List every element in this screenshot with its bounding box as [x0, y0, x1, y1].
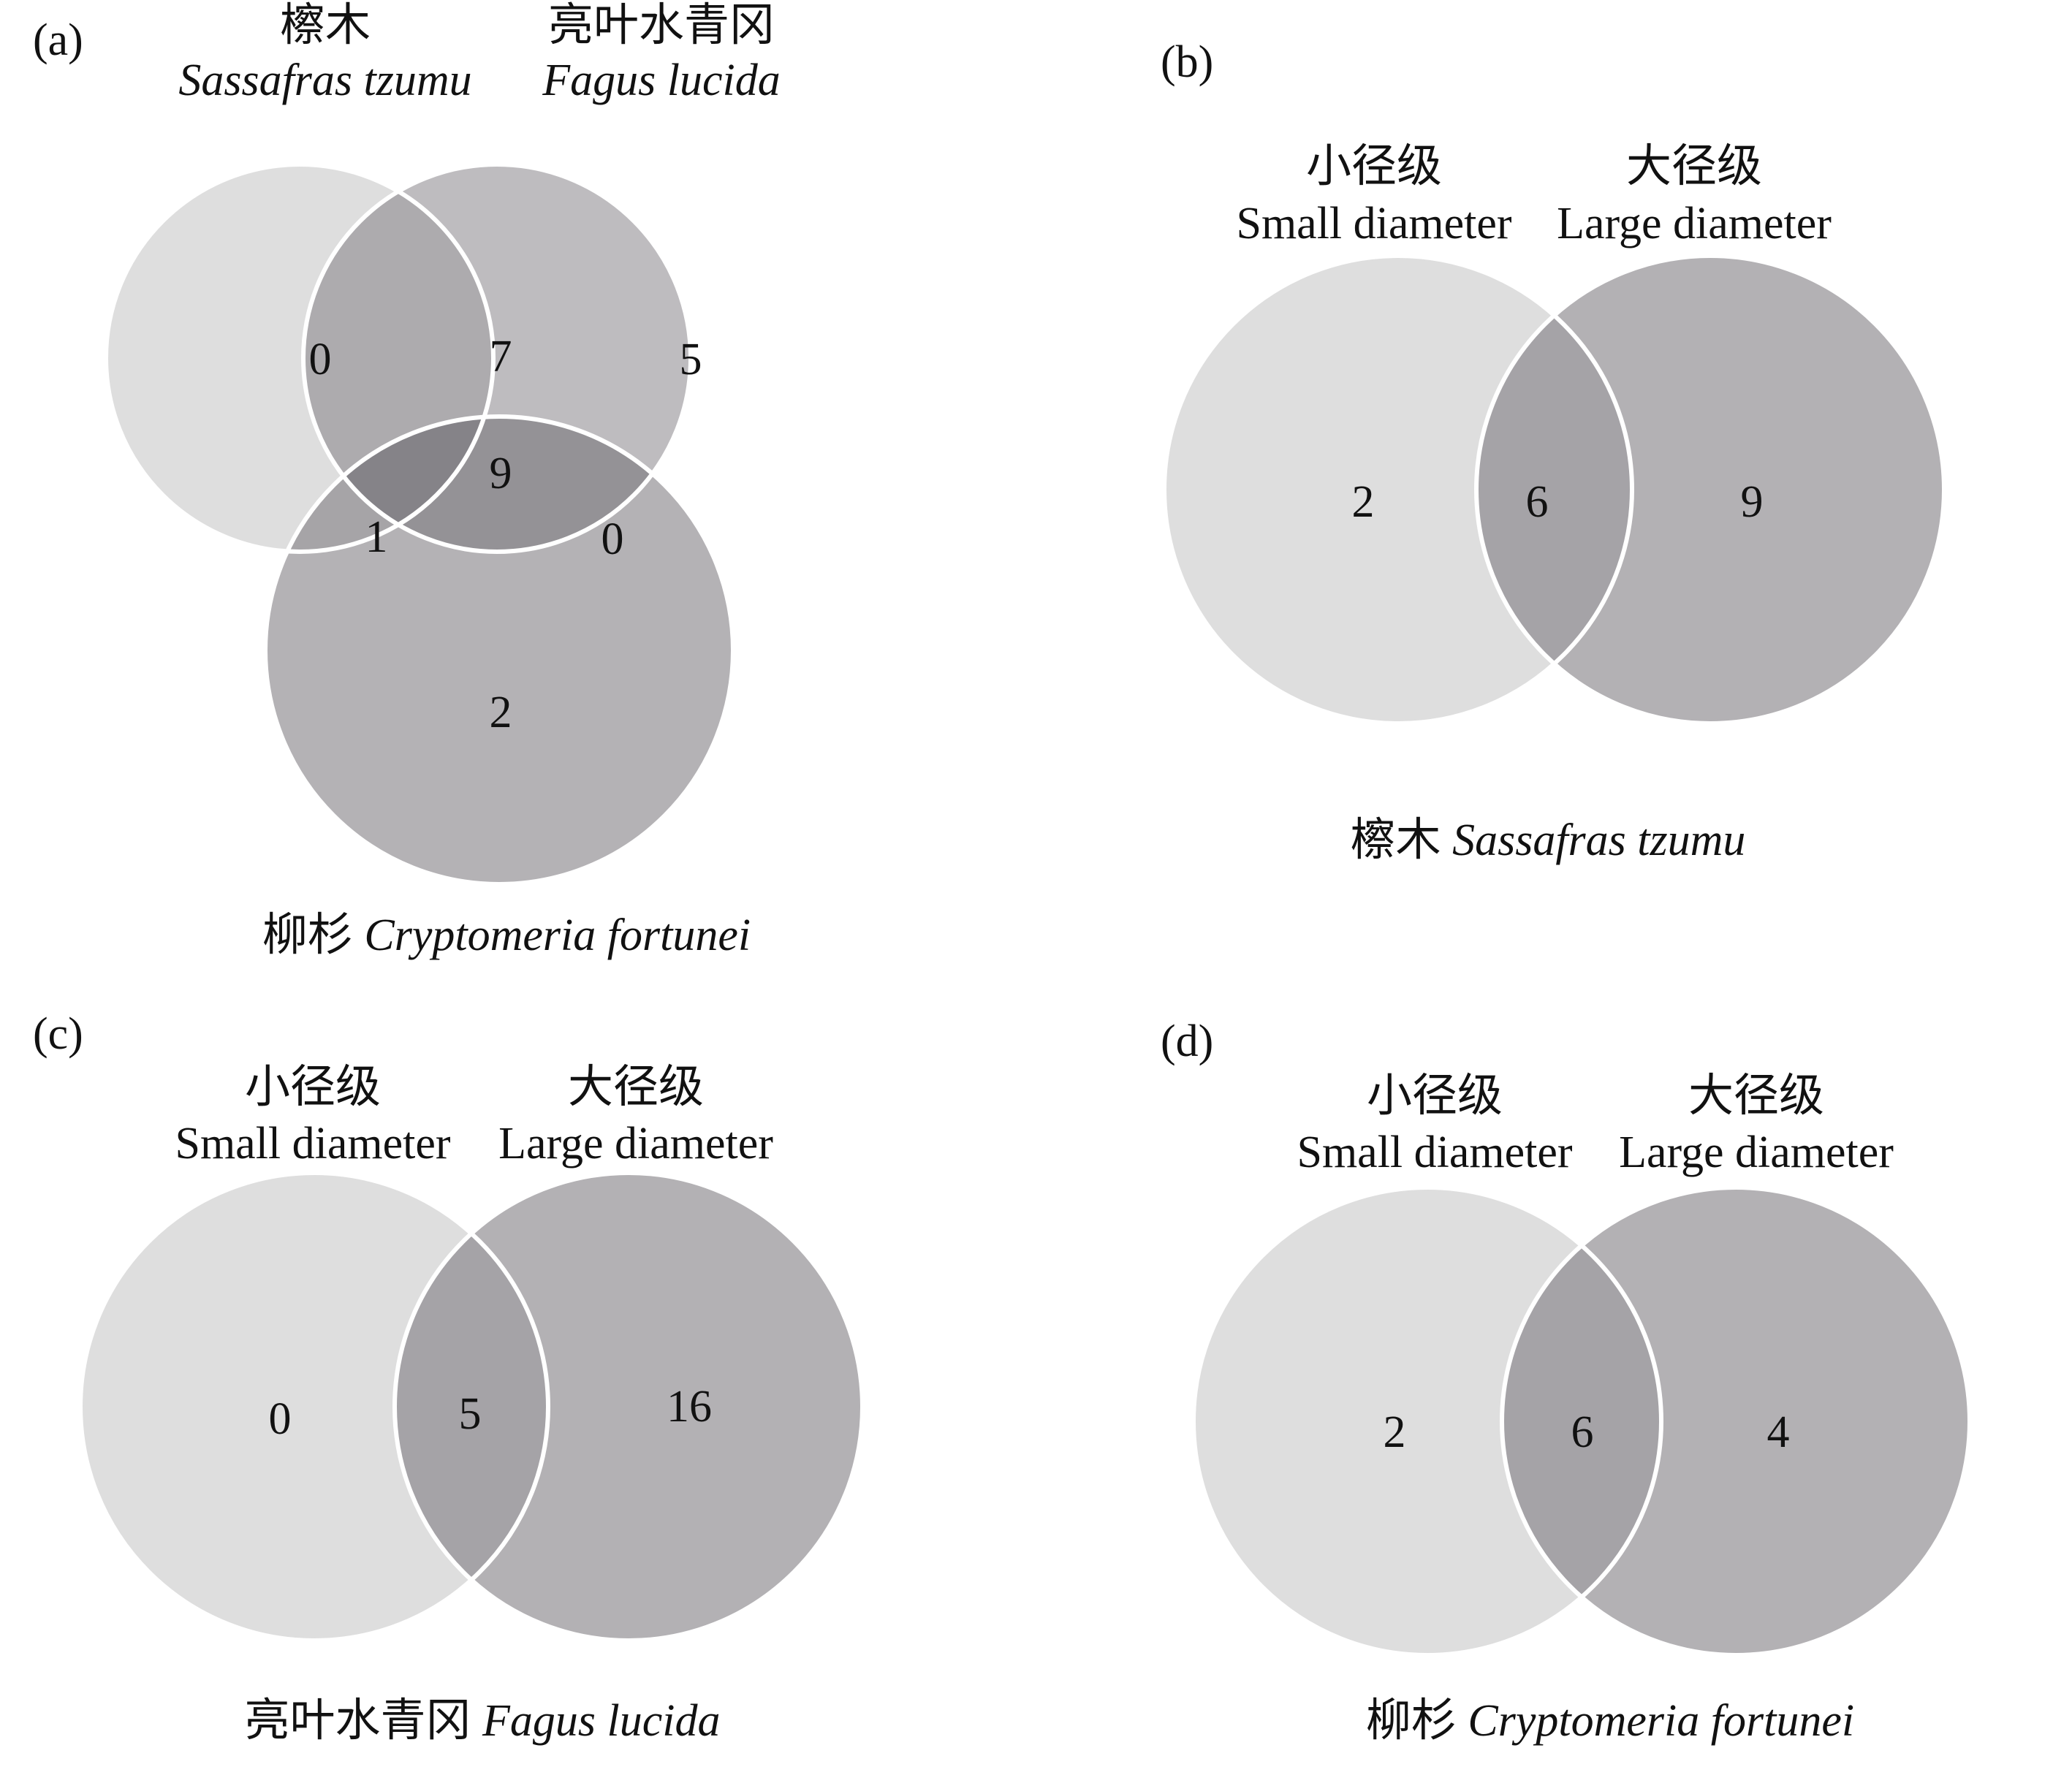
panel-a-label: (a) [33, 15, 83, 65]
species-latin-label: Cryptomeria fortunei [1468, 1696, 1854, 1746]
left-cn-label: 小径级 [1306, 142, 1442, 191]
large-diameter-outline [392, 1171, 865, 1643]
panel-c-label: (c) [33, 1009, 83, 1059]
set-3-cn-label: 柳杉 [262, 911, 353, 960]
panel-c: (c) 小径级 Small diameter 大径级 Large diamete… [33, 1009, 865, 1746]
count-only-3: 2 [490, 688, 512, 737]
panel-a: (a) 檫木 Sassafras tzumu 亮叶水青冈 Fagus lucid… [33, 1, 781, 960]
set-1-cn-label: 檫木 [280, 1, 371, 50]
count-13: 1 [365, 512, 388, 562]
set-3-outline [263, 414, 735, 886]
right-cn-label: 大径级 [1688, 1071, 1824, 1121]
set-1-latin-label: Sassafras tzumu [178, 56, 471, 105]
small-diameter-outline [1191, 1185, 1663, 1657]
set-1-outline [104, 162, 496, 554]
count-small-only: 2 [1352, 477, 1375, 527]
overlap-region [1476, 256, 1632, 723]
right-en-label: Large diameter [1619, 1128, 1894, 1177]
count-overlap: 6 [1526, 477, 1549, 527]
count-large-only: 9 [1741, 477, 1764, 527]
set-2-cn-label: 亮叶水青冈 [548, 1, 775, 50]
small-diameter-outline [78, 1171, 550, 1643]
left-cn-label: 小径级 [245, 1063, 381, 1112]
set-3-caption: 柳杉 Cryptomeria fortunei [262, 911, 751, 960]
right-cn-label: 大径级 [568, 1063, 704, 1112]
small-diameter-outline [1162, 254, 1634, 726]
left-en-label: Small diameter [175, 1119, 450, 1168]
panel-b-label: (b) [1161, 37, 1213, 87]
count-12: 7 [490, 332, 512, 381]
panel-d-label: (d) [1161, 1016, 1213, 1066]
count-only-1: 0 [309, 335, 332, 384]
count-overlap: 6 [1571, 1407, 1594, 1457]
count-only-2: 5 [680, 335, 702, 384]
left-en-label: Small diameter [1236, 199, 1511, 248]
species-cn-label: 亮叶水青冈 [245, 1696, 471, 1746]
right-en-label: Large diameter [1557, 199, 1832, 248]
overlap-region [1502, 1187, 1661, 1655]
left-en-label: Small diameter [1297, 1128, 1572, 1177]
set-2-latin-label: Fagus lucida [542, 56, 780, 105]
species-caption: 柳杉 Cryptomeria fortunei [1366, 1696, 1854, 1746]
species-caption: 檫木 Sassafras tzumu [1351, 816, 1746, 865]
large-diameter-outline [1474, 254, 1946, 726]
species-latin-label: Fagus lucida [482, 1696, 720, 1746]
species-cn-label: 柳杉 [1366, 1696, 1457, 1746]
large-diameter-outline [1500, 1185, 1972, 1657]
right-cn-label: 大径级 [1626, 142, 1762, 191]
panel-d: (d) 小径级 Small diameter 大径级 Large diamete… [1161, 1016, 1972, 1746]
right-en-label: Large diameter [498, 1119, 773, 1168]
set-2-outline [301, 162, 693, 554]
left-cn-label: 小径级 [1367, 1071, 1503, 1121]
set-3-latin-label: Cryptomeria fortunei [364, 911, 751, 960]
count-23: 0 [602, 514, 624, 564]
count-small-only: 2 [1384, 1407, 1406, 1457]
panel-b: (b) 小径级 Small diameter 大径级 Large diamete… [1161, 37, 1946, 865]
species-latin-label: Sassafras tzumu [1452, 816, 1745, 865]
species-caption: 亮叶水青冈 Fagus lucida [245, 1696, 721, 1746]
count-small-only: 0 [269, 1394, 292, 1444]
count-overlap: 5 [459, 1389, 482, 1439]
species-cn-label: 檫木 [1351, 816, 1441, 865]
count-large-only: 4 [1767, 1407, 1790, 1457]
count-large-only: 16 [667, 1382, 712, 1432]
overlap-region [395, 1173, 548, 1641]
count-123: 9 [490, 449, 512, 498]
